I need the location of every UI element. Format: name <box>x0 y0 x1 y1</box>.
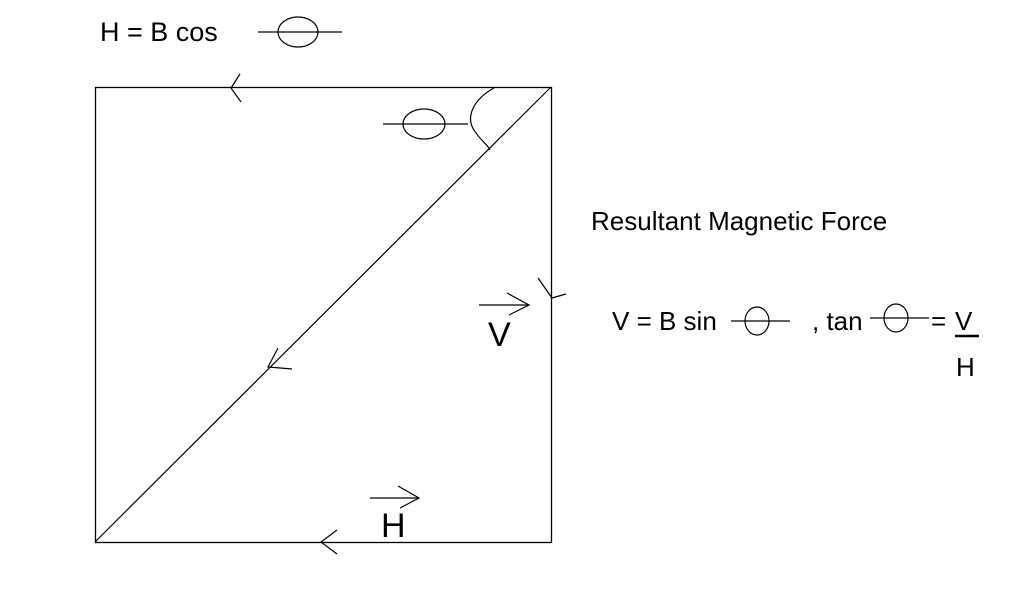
vector-v-arrow-icon <box>479 292 531 316</box>
diagonal-arrowhead <box>267 347 293 370</box>
vector-h-label: H <box>381 507 406 545</box>
resultant-label: Resultant Magnetic Force <box>591 206 887 236</box>
equals-sign: = <box>931 306 946 336</box>
theta-icon <box>258 16 342 48</box>
top-side-arrowhead <box>230 73 242 103</box>
theta-icon <box>383 108 468 140</box>
theta-icon <box>870 303 929 333</box>
fraction-denominator: H <box>956 352 975 382</box>
angle-arc <box>470 87 495 151</box>
right-side-arrowhead <box>537 277 567 299</box>
theta-icon <box>731 306 790 336</box>
v-formula-text: V = B sin <box>612 306 717 336</box>
fraction-numerator: V <box>955 306 973 336</box>
resultant-diagonal <box>94 86 552 543</box>
top-formula-text: H = B cos <box>100 17 218 47</box>
vector-v-label: V <box>488 316 511 354</box>
bottom-side-arrowhead <box>320 529 338 555</box>
vector-h-arrow-icon <box>370 485 421 509</box>
tan-formula-text: , tan <box>812 306 863 336</box>
square-outline <box>94 86 553 544</box>
